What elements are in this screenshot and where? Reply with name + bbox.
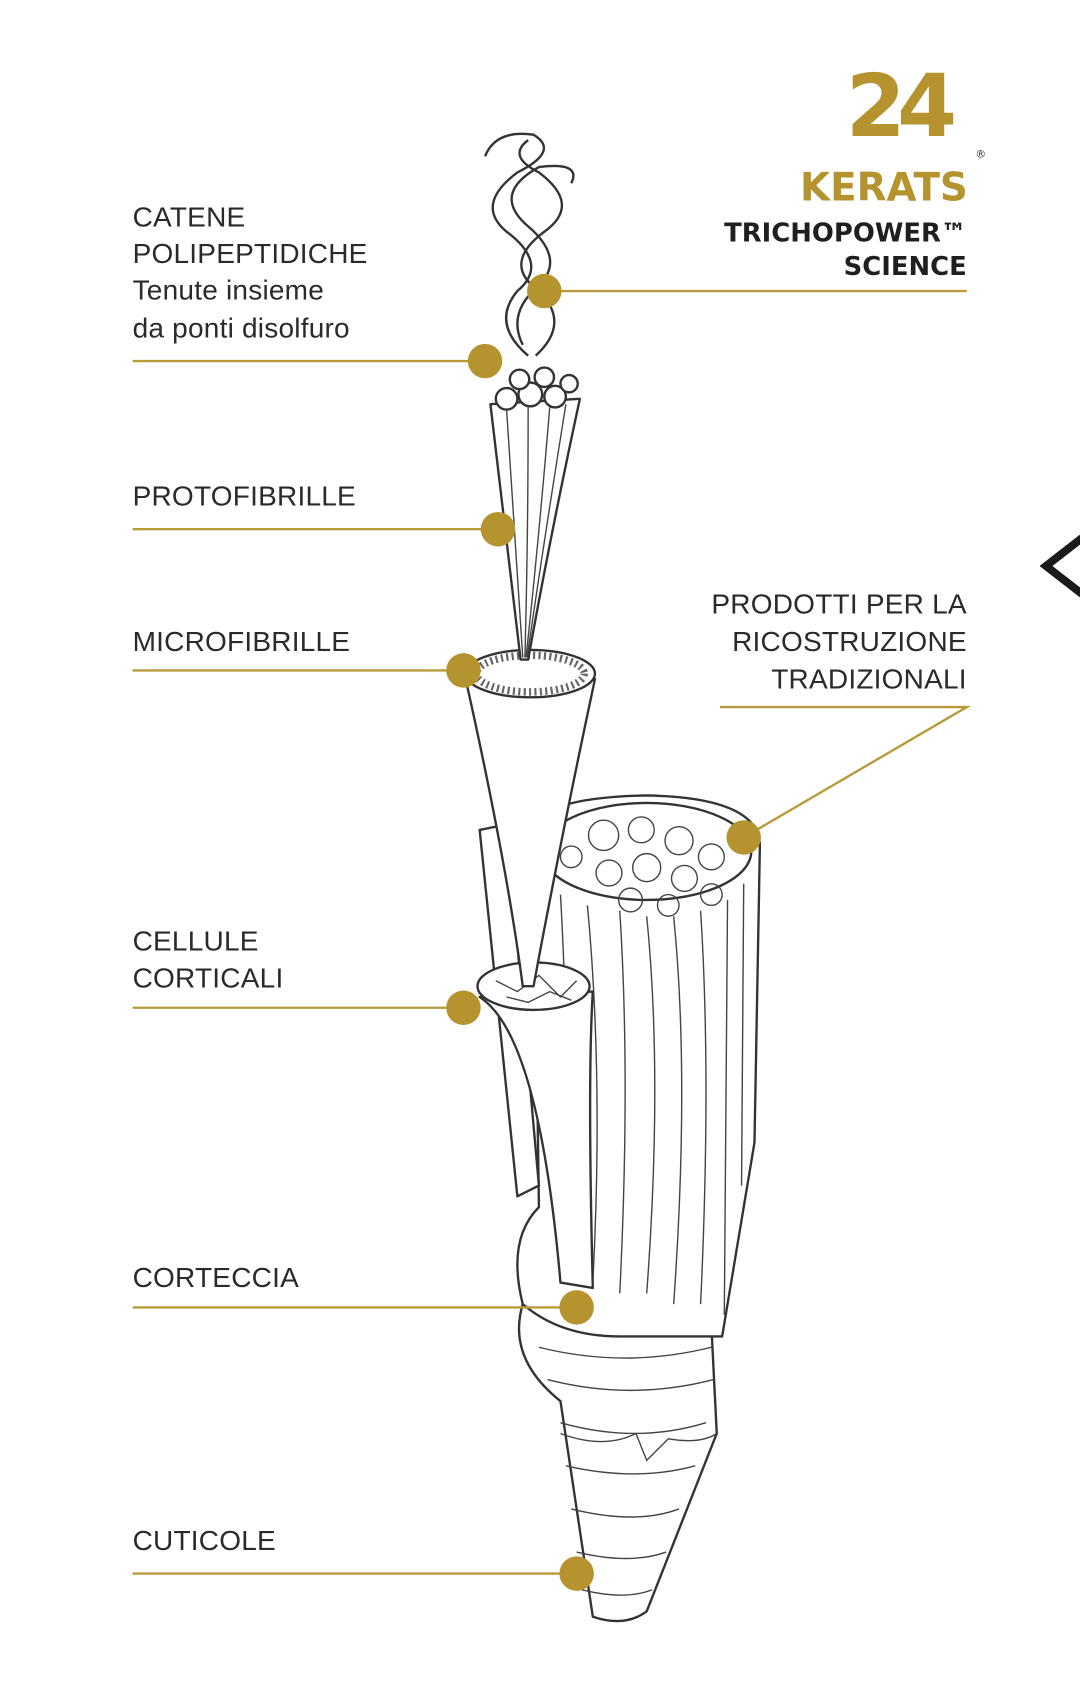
label-tenute-insieme: Tenute insieme — [133, 275, 324, 306]
leader-lines — [132, 273, 972, 1591]
label-ricostruzione: RICOSTRUZIONE — [732, 626, 967, 657]
chevron-left-icon — [1040, 534, 1080, 598]
label-microfibrille: MICROFIBRILLE — [133, 626, 351, 657]
label-protofibrille: PROTOFIBRILLE — [133, 480, 356, 511]
label-prodotti: PRODOTTI PER LA — [711, 588, 967, 619]
tagline-line2: SCIENCE — [844, 252, 967, 282]
label-corteccia: CORTECCIA — [133, 1262, 300, 1293]
brand-logo: 24 KERATS ® — [800, 57, 986, 211]
label-catene: CATENE — [133, 201, 246, 232]
tagline-line1: TRICHOPOWER™ — [724, 218, 967, 248]
label-cellule: CELLULE — [133, 926, 259, 957]
label-cuticole: CUTICOLE — [133, 1525, 276, 1556]
logo-brand: KERATS — [800, 165, 968, 210]
registered-mark: ® — [975, 147, 986, 160]
previous-arrow-button[interactable] — [1040, 534, 1080, 598]
label-ponti-disolfuro: da ponti disolfuro — [133, 312, 350, 343]
hair-illustration — [464, 132, 762, 1623]
logo-number: 24 — [846, 57, 954, 157]
label-corticali: CORTICALI — [133, 962, 284, 993]
label-tradizionali: TRADIZIONALI — [771, 664, 967, 695]
label-polipeptidiche: POLIPEPTIDICHE — [133, 238, 368, 269]
